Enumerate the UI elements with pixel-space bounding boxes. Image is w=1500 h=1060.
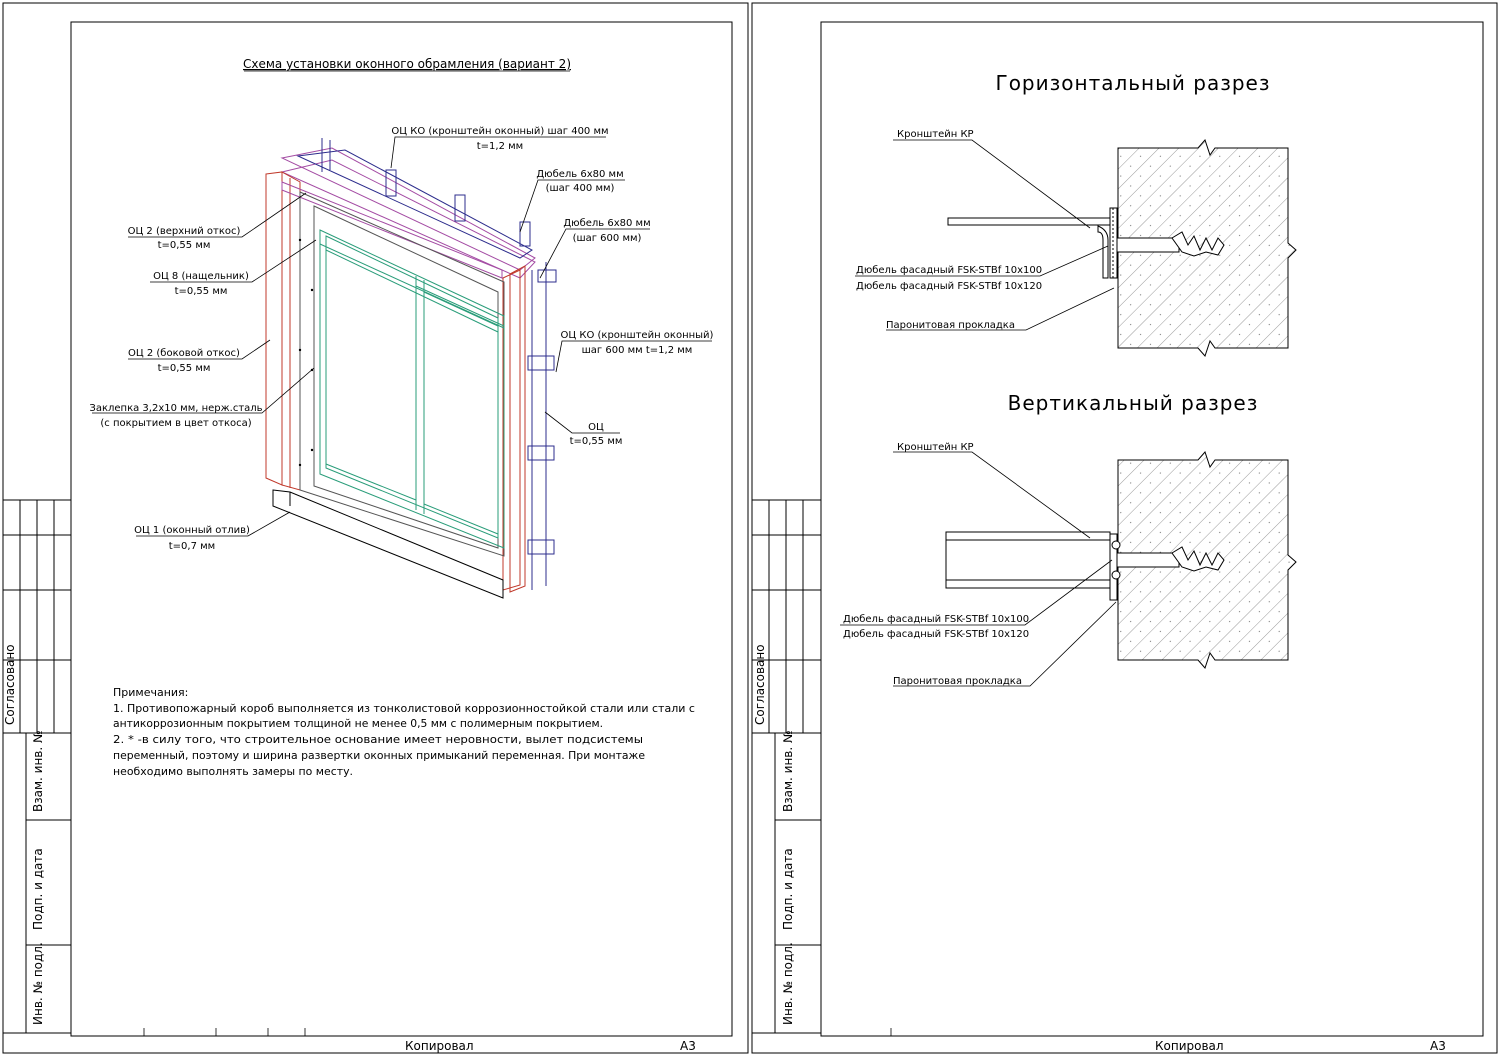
notes-line-1: 1. Противопожарный короб выполняется из …: [113, 702, 695, 715]
callout-oc2-side: ОЦ 2 (боковой откос): [128, 348, 240, 359]
v-label-bracket: Кронштейн КР: [897, 442, 974, 453]
callout-oc1-thickness: t=0,7 мм: [169, 541, 215, 552]
stamp-copied-left: Копировал: [405, 1039, 474, 1053]
callout-rivet-coating: (с покрытием в цвет откоса): [100, 418, 251, 429]
callout-ock-side-step: шаг 600 мм t=1,2 мм: [582, 345, 693, 356]
callout-dowel-600: Дюбель 6х80 мм: [563, 218, 650, 229]
callout-ock-side: ОЦ КО (кронштейн оконный): [561, 330, 714, 341]
callout-oc: ОЦ: [588, 422, 604, 433]
vertical-section-leaders: [840, 451, 1117, 687]
notes-heading: Примечания:: [113, 686, 188, 699]
notes-line-5: необходимо выполнять замеры по месту.: [113, 765, 353, 778]
h-label-bracket: Кронштейн КР: [897, 129, 974, 140]
h-label-dowel-120: Дюбель фасадный FSK-STBf 10х120: [856, 281, 1042, 292]
v-label-dowel-120: Дюбель фасадный FSK-STBf 10х120: [843, 629, 1029, 640]
side-label-inv-orig: Инв. № подл.: [31, 942, 45, 1025]
right-sheet: Согласовано Взам. инв. № Подп. и дата Ин…: [751, 2, 1498, 1054]
callout-oc2-side-thickness: t=0,55 мм: [158, 363, 211, 374]
side-label-inv-replace-right: Взам. инв. №: [781, 731, 795, 812]
horizontal-section-title: Горизонтальный разрез: [996, 71, 1271, 95]
side-label-agreed: Согласовано: [3, 644, 17, 725]
vertical-section-title: Вертикальный разрез: [1008, 391, 1259, 415]
side-label-agreed-right: Согласовано: [753, 644, 767, 725]
callout-ock-top: ОЦ КО (кронштейн оконный) шаг 400 мм: [391, 126, 608, 137]
notes-line-3: 2. * -в силу того, что строительное осно…: [113, 733, 643, 746]
notes-block: Примечания: 1. Противопожарный короб вып…: [113, 686, 695, 778]
side-label-sign-date-right: Подп. и дата: [781, 848, 795, 930]
callout-oc2-top: ОЦ 2 (верхний откос): [128, 226, 241, 237]
callout-dowel-400: Дюбель 6х80 мм: [536, 169, 623, 180]
stamp-format-left: А3: [680, 1039, 696, 1053]
side-label-inv-replace: Взам. инв. №: [31, 731, 45, 812]
left-callout-leaders: [92, 136, 712, 537]
left-sheet: Согласовано Взам. инв. № Подп. и дата Ин…: [2, 2, 749, 1054]
h-label-dowel-100: Дюбель фасадный FSK-STBf 10х100: [856, 265, 1042, 276]
right-side-stamp: [751, 499, 822, 1034]
stamp-copied-right: Копировал: [1155, 1039, 1224, 1053]
window-isometric-drawing: [265, 138, 557, 599]
callout-dowel-600-step: (шаг 600 мм): [573, 233, 642, 244]
notes-line-4: переменный, поэтому и ширина развертки о…: [113, 749, 645, 762]
h-label-gasket: Паронитовая прокладка: [886, 320, 1015, 331]
horizontal-section-leaders: [855, 139, 1115, 331]
side-label-inv-orig-right: Инв. № подл.: [781, 942, 795, 1025]
stamp-format-right: А3: [1430, 1039, 1446, 1053]
callout-rivet: Заклепка 3,2х10 мм, нерж.сталь: [89, 403, 262, 414]
v-label-dowel-100: Дюбель фасадный FSK-STBf 10х100: [843, 614, 1029, 625]
left-side-stamp: [2, 499, 72, 1034]
callout-oc2-top-thickness: t=0,55 мм: [158, 240, 211, 251]
callout-dowel-400-step: (шаг 400 мм): [546, 183, 615, 194]
callout-oc-thickness: t=0,55 мм: [570, 436, 623, 447]
callout-ock-top-thickness: t=1,2 мм: [477, 141, 523, 152]
vertical-section-drawing: [945, 451, 1297, 669]
callout-oc8-thickness: t=0,55 мм: [175, 286, 228, 297]
horizontal-section-drawing: [947, 139, 1297, 357]
left-drawing-title: Схема установки оконного обрамления (вар…: [243, 57, 571, 71]
callout-oc1-sill: ОЦ 1 (оконный отлив): [134, 525, 250, 536]
side-label-sign-date: Подп. и дата: [31, 848, 45, 930]
notes-line-2: антикоррозионным покрытием толщиной не м…: [113, 717, 603, 730]
v-label-gasket: Паронитовая прокладка: [893, 676, 1022, 687]
callout-oc8: ОЦ 8 (нащельник): [153, 271, 249, 282]
